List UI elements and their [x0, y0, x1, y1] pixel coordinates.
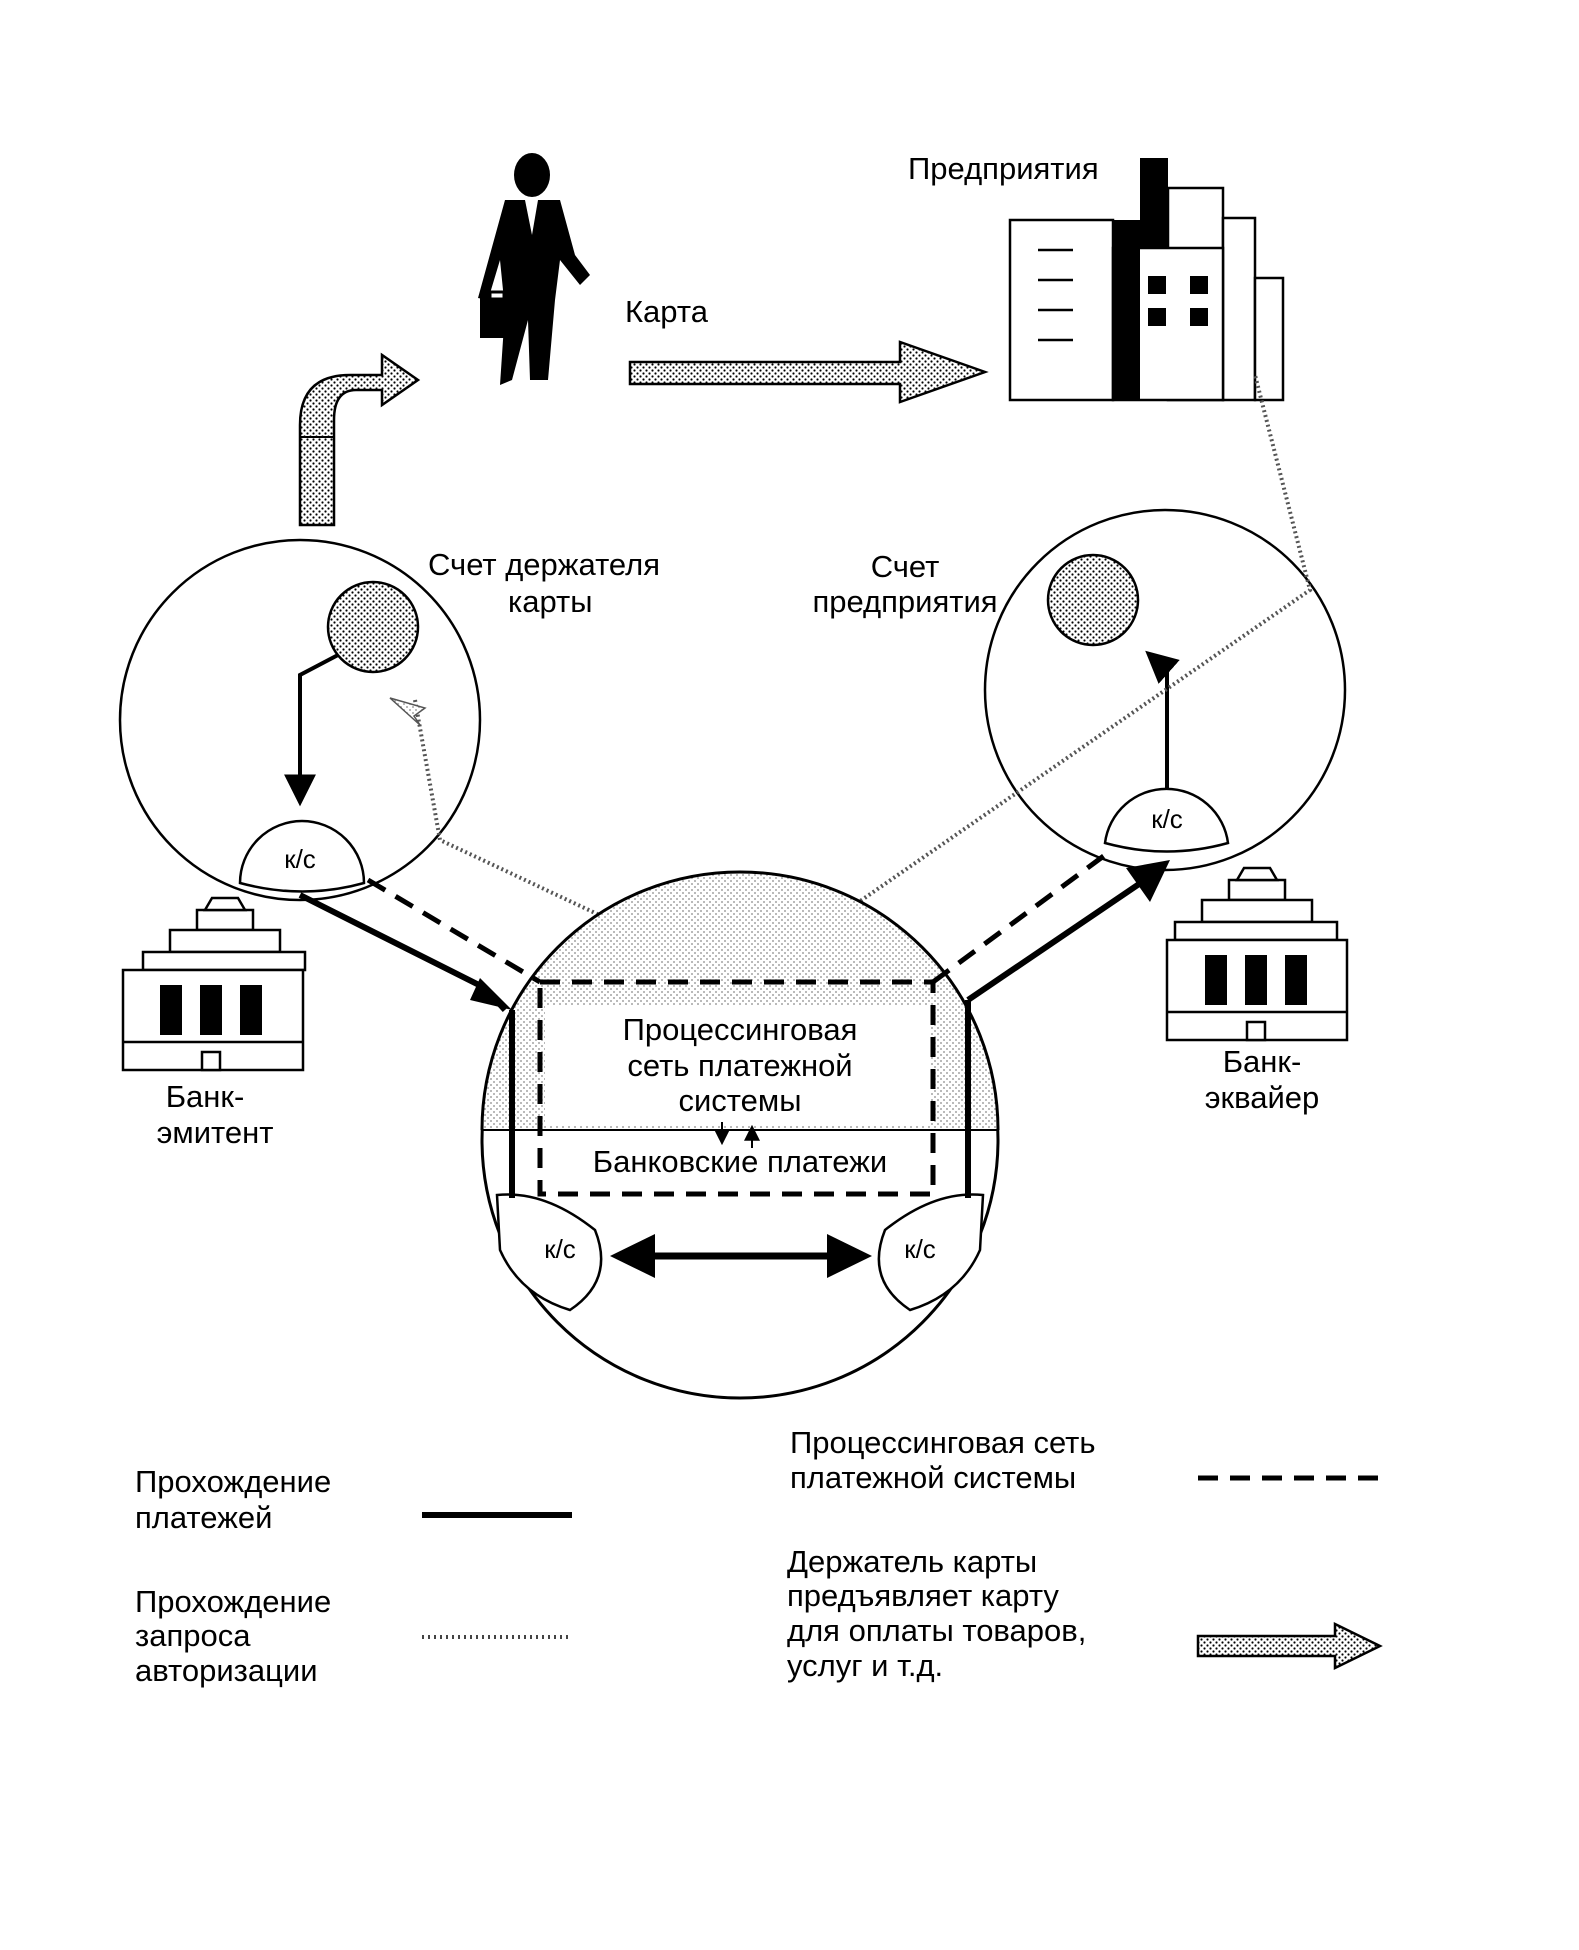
- issuer-ks-label: к/с: [284, 844, 316, 874]
- acquirer-ks-cap: [1103, 787, 1230, 853]
- legend-network-label-1: Процессинговая сеть: [790, 1425, 1096, 1460]
- legend-payments-label-1: Прохождение: [135, 1464, 331, 1499]
- cardholder-payment-arrow: [284, 653, 339, 807]
- acquirer-bank-label-1: Банк-: [1223, 1044, 1302, 1079]
- issuer-bank-label-2: эмитент: [157, 1115, 274, 1150]
- legend-authorization-label-3: авторизации: [135, 1653, 318, 1688]
- center-left-ks-cap: [495, 1193, 603, 1312]
- legend-presents-swatch: [1196, 1621, 1383, 1671]
- authorization-path-right: [838, 374, 1313, 917]
- processing-network-dashed-frame: [537, 979, 936, 1197]
- center-right-ks-cap: [877, 1193, 985, 1312]
- curved-present-arrow: [298, 352, 421, 527]
- center-right-ks-label: к/с: [904, 1234, 936, 1264]
- legend-authorization-label-2: запроса: [135, 1618, 251, 1653]
- enterprises-icon: [1008, 158, 1285, 402]
- interbank-arrow-head-left: [610, 1234, 655, 1278]
- merchant-account-label-1: Счет: [871, 549, 940, 584]
- acquirer-bank-icon: [1165, 866, 1349, 1042]
- cardholder-account-dot: [326, 580, 420, 674]
- issuer-bank-label-1: Банк-: [166, 1079, 245, 1114]
- cardholder-person-icon: [478, 153, 590, 385]
- center-left-ks-label: к/с: [544, 1234, 576, 1264]
- processing-network-label-3: системы: [678, 1083, 801, 1118]
- merchant-payment-arrow: [1145, 650, 1180, 788]
- issuer-network-dashed: [366, 877, 542, 985]
- legend-presents-label-4: услуг и т.д.: [787, 1648, 943, 1683]
- card-label: Карта: [625, 294, 709, 329]
- merchant-account-label-2: предприятия: [812, 584, 997, 619]
- processing-network-label-2: сеть платежной: [627, 1048, 852, 1083]
- acquirer-network-dashed: [931, 852, 1107, 985]
- issuer-bank-icon: [121, 896, 307, 1072]
- issuer-ks-cap: [238, 819, 366, 893]
- cardholder-account-label-2: карты: [508, 584, 593, 619]
- authorization-arrow-left: [389, 697, 427, 726]
- processing-network-label-1: Процессинговая: [623, 1012, 858, 1047]
- enterprises-label: Предприятия: [908, 151, 1099, 186]
- legend-authorization-label-1: Прохождение: [135, 1584, 331, 1619]
- merchant-account-dot: [1046, 553, 1140, 647]
- legend-network-label-2: платежной системы: [790, 1460, 1076, 1495]
- legend-presents-label-2: предъявляет карту: [787, 1578, 1059, 1613]
- legend: Прохождение платежей Прохождение запроса…: [135, 1425, 1383, 1688]
- processing-network-circle: [480, 870, 1000, 1400]
- legend-presents-label-1: Держатель карты: [787, 1544, 1037, 1579]
- cardholder-account-label-1: Счет держателя: [428, 547, 660, 582]
- interbank-arrow-head-right: [827, 1234, 872, 1278]
- acquirer-ks-label: к/с: [1151, 804, 1183, 834]
- legend-payments-label-2: платежей: [135, 1500, 272, 1535]
- card-present-arrow: [628, 340, 989, 404]
- acquirer-payment-arrow: [966, 877, 1147, 1003]
- legend-presents-label-3: для оплаты товаров,: [787, 1613, 1086, 1648]
- bank-payments-label: Банковские платежи: [593, 1144, 887, 1179]
- acquirer-bank-label-2: эквайер: [1205, 1080, 1320, 1115]
